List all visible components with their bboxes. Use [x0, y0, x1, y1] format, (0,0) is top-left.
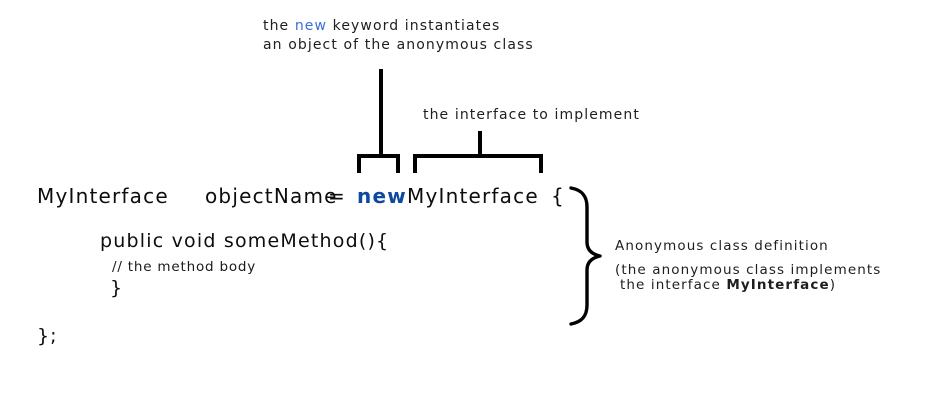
code-method-signature: public void someMethod(){ [100, 230, 390, 252]
code-token-variable: objectName [205, 184, 338, 208]
detail-interface-name: MyInterface [726, 277, 830, 293]
code-token-equals: = [328, 184, 346, 208]
annotation-new-line2: an object of the anonymous class [263, 37, 534, 53]
annotation-interface: the interface to implement [423, 107, 640, 123]
code-method-comment: // the method body [112, 259, 257, 275]
code-method-close-brace: } [110, 277, 123, 299]
annotation-text-pre: the [263, 18, 295, 34]
annotation-new-line1: the new keyword instantiates [263, 17, 534, 36]
detail-text-post: ) [829, 277, 837, 293]
connector-line-new [379, 69, 383, 154]
code-token-open-brace: { [551, 184, 565, 208]
code-token-interface: MyInterface [407, 184, 539, 208]
annotation-anonymous-class: Anonymous class definition (the anonymou… [615, 239, 881, 293]
code-token-new-keyword: new [357, 184, 407, 208]
annotation-text-post: keyword instantiates [327, 18, 501, 34]
connector-line-interface [478, 131, 482, 154]
new-keyword-highlight: new [294, 18, 328, 34]
anonymous-class-detail-line1: (the anonymous class implements [615, 262, 882, 278]
closing-brace-graphic [569, 186, 602, 326]
anonymous-class-title: Anonymous class definition [615, 238, 829, 254]
bracket-over-new [357, 154, 400, 173]
anonymous-class-detail-line2: the interface MyInterface) [615, 278, 881, 293]
code-statement-close: }; [37, 325, 58, 347]
detail-text-pre: the interface [620, 277, 727, 293]
code-token-type: MyInterface [37, 184, 169, 208]
bracket-over-interface [413, 154, 543, 173]
annotation-new-keyword: the new keyword instantiates an object o… [263, 17, 534, 55]
